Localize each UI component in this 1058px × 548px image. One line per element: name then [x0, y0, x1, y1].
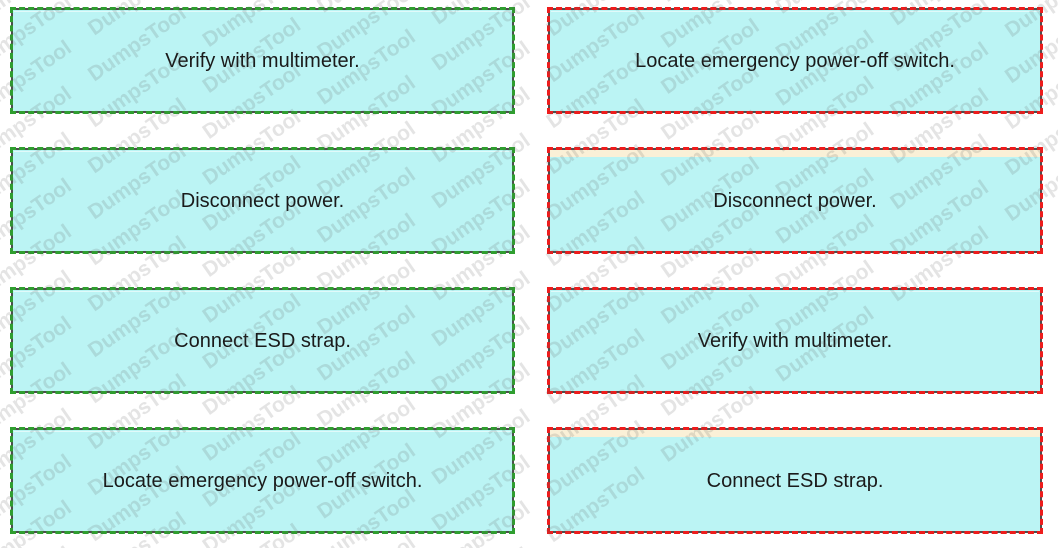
- step-card[interactable]: Connect ESD strap.: [10, 287, 515, 394]
- step-card[interactable]: Locate emergency power-off switch.: [547, 7, 1043, 114]
- card-top-hairline: [14, 11, 511, 12]
- card-label: Locate emergency power-off switch.: [635, 49, 955, 72]
- card-top-hairline: [551, 291, 1039, 292]
- step-card[interactable]: Verify with multimeter.: [547, 287, 1043, 394]
- step-card[interactable]: Verify with multimeter.: [10, 7, 515, 114]
- card-label: Locate emergency power-off switch.: [102, 469, 423, 492]
- card-top-hairline: [551, 11, 1039, 12]
- card-label: Verify with multimeter.: [165, 49, 360, 72]
- card-top-highlight-band: [550, 430, 1040, 437]
- card-top-highlight-band: [550, 150, 1040, 157]
- card-label: Disconnect power.: [713, 189, 877, 212]
- step-card[interactable]: Locate emergency power-off switch.: [10, 427, 515, 534]
- card-label: Disconnect power.: [180, 189, 345, 212]
- card-label: Verify with multimeter.: [697, 329, 893, 352]
- step-card[interactable]: Connect ESD strap.: [547, 427, 1043, 534]
- card-label: Connect ESD strap.: [706, 469, 884, 492]
- card-top-hairline: [14, 151, 511, 152]
- card-top-hairline: [14, 291, 511, 292]
- card-label: Connect ESD strap.: [174, 329, 351, 352]
- step-card[interactable]: Disconnect power.: [10, 147, 515, 254]
- card-top-hairline: [14, 431, 511, 432]
- step-card[interactable]: Disconnect power.: [547, 147, 1043, 254]
